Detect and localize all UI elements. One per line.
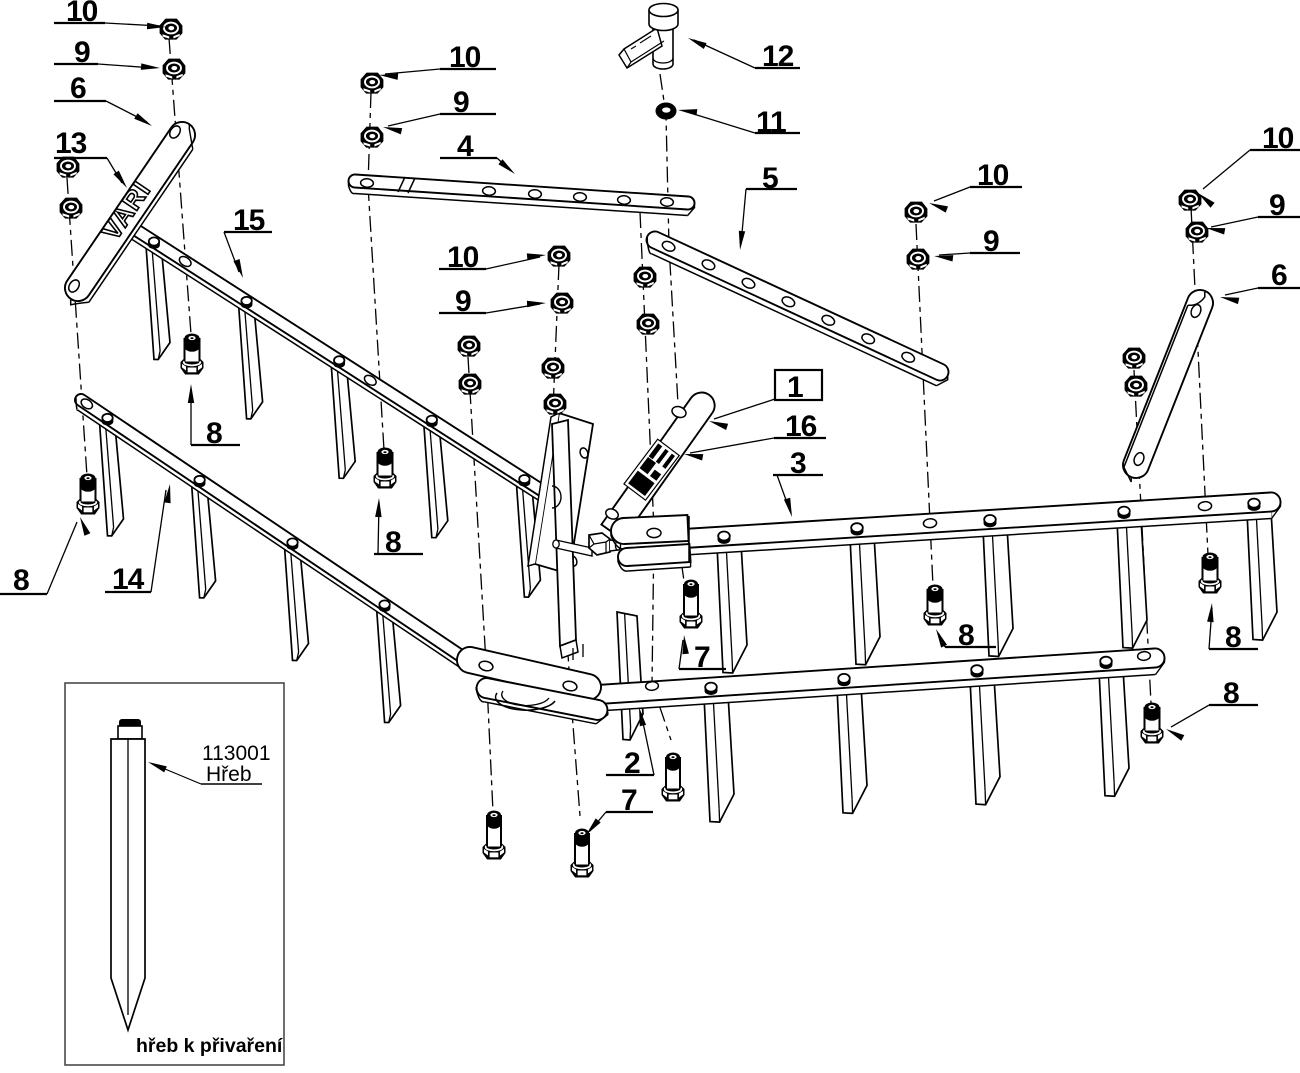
svg-text:8: 8 xyxy=(385,526,401,559)
svg-text:8: 8 xyxy=(13,564,29,597)
svg-text:9: 9 xyxy=(455,285,471,318)
svg-text:3: 3 xyxy=(790,447,806,480)
svg-text:8: 8 xyxy=(1225,621,1241,654)
svg-text:6: 6 xyxy=(1271,259,1287,292)
svg-text:9: 9 xyxy=(74,36,90,69)
svg-text:9: 9 xyxy=(1269,189,1285,222)
svg-text:9: 9 xyxy=(453,86,469,119)
svg-text:13: 13 xyxy=(55,127,87,160)
svg-text:14: 14 xyxy=(112,563,145,596)
svg-text:8: 8 xyxy=(958,619,974,652)
svg-text:7: 7 xyxy=(694,641,710,674)
svg-text:4: 4 xyxy=(457,130,474,163)
svg-text:hřeb k přivaření: hřeb k přivaření xyxy=(136,1035,283,1057)
svg-text:1: 1 xyxy=(787,371,803,404)
svg-text:2: 2 xyxy=(624,747,640,780)
svg-text:9: 9 xyxy=(983,225,999,258)
svg-text:Hřeb: Hřeb xyxy=(206,763,252,786)
svg-text:6: 6 xyxy=(70,72,86,105)
svg-text:8: 8 xyxy=(206,417,222,450)
svg-text:8: 8 xyxy=(1223,677,1239,710)
svg-text:113001: 113001 xyxy=(202,742,271,765)
svg-text:5: 5 xyxy=(762,162,778,195)
svg-text:7: 7 xyxy=(621,784,637,817)
